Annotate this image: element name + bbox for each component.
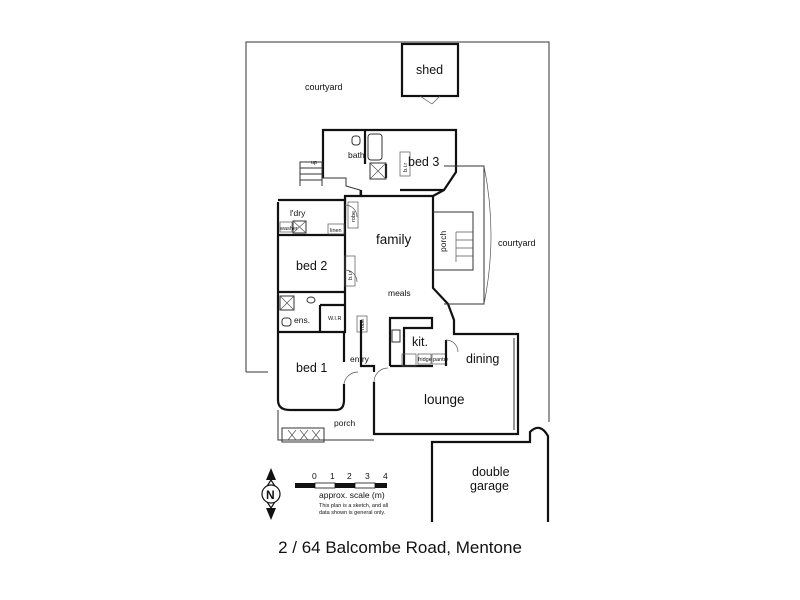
laundry-label: l'dry	[290, 208, 306, 218]
linen-cupboard	[327, 223, 345, 235]
linen-label: linen	[330, 228, 342, 234]
kitchen-island-sink	[391, 329, 401, 343]
up-label: up	[311, 160, 317, 166]
ens-shower-x2	[279, 295, 295, 311]
family-label: family	[376, 232, 412, 247]
bed2-label: bed 2	[296, 259, 327, 273]
porch-south-label: porch	[334, 418, 356, 428]
robe-wir-label: robe	[360, 319, 366, 330]
family-east-upper	[432, 189, 445, 197]
scale-tick-4: 4	[383, 471, 388, 481]
porch-south	[277, 410, 374, 441]
garage-walls	[430, 426, 550, 522]
porch-east-inner	[433, 211, 474, 271]
ensuite-shower	[279, 295, 295, 311]
shed-outline	[400, 42, 460, 98]
shed-label: shed	[416, 63, 443, 77]
scale-label: approx. scale (m)	[319, 490, 385, 500]
scale-seg-5	[375, 483, 387, 488]
trough-x2	[292, 220, 307, 234]
robe-laundry-label: robe	[351, 211, 357, 222]
porch-south-steps	[281, 427, 325, 443]
pantry-door	[445, 339, 459, 353]
compass-ring	[261, 484, 281, 504]
dining-label: dining	[466, 352, 499, 366]
washer-box	[279, 221, 293, 233]
washer-label: washer	[279, 226, 298, 232]
bed2-robe	[344, 255, 356, 287]
shower-x2	[369, 162, 387, 180]
scale-seg-3	[335, 483, 355, 488]
compass-pointer	[266, 468, 276, 520]
bed3-label: bed 3	[408, 155, 439, 169]
lounge-door	[373, 367, 389, 383]
porch-east-steps	[455, 231, 473, 262]
shower-bath	[369, 162, 387, 180]
entry-label: entry	[350, 354, 370, 364]
bed1-door	[343, 371, 359, 385]
north-compass: N	[261, 468, 281, 520]
laundry-trough	[292, 220, 307, 234]
bed2-door	[344, 269, 358, 283]
scale-tick-0: 0	[312, 471, 317, 481]
porch-east-curve	[483, 165, 492, 305]
family-walls	[359, 194, 520, 436]
courtyard-north-label: courtyard	[305, 82, 343, 92]
pantry-label: pantry	[433, 357, 449, 363]
property-boundary	[245, 41, 550, 422]
bed1-walls	[276, 332, 346, 412]
porch-east-label: porch	[438, 230, 448, 252]
porch-south-step-marks	[287, 429, 321, 441]
scale-seg-2	[314, 482, 336, 489]
porch-east-outline	[444, 165, 485, 305]
fridge-box	[417, 353, 432, 365]
bed3-robe	[399, 151, 411, 177]
stove	[401, 353, 417, 367]
step-landing	[322, 177, 361, 196]
robe-bed3-label: b.i.r	[403, 163, 409, 172]
compass-letter: N	[266, 488, 275, 502]
scale-seg-4	[354, 482, 376, 489]
robe-bed2-label: b.i.r	[348, 271, 354, 280]
scale-note-line2: data shown is general only.	[319, 510, 386, 516]
scale-tick-1: 1	[330, 471, 335, 481]
address-caption: 2 / 64 Balcombe Road, Mentone	[278, 538, 522, 557]
scale-tick-2: 2	[347, 471, 352, 481]
meals-label: meals	[388, 288, 411, 298]
ensuite-toilet	[281, 317, 292, 327]
kitchen-label: kit.	[412, 335, 428, 349]
ensuite-basin	[306, 296, 316, 304]
robe-laundry	[347, 201, 359, 229]
garage-label-line1: double	[472, 465, 510, 479]
wir-label: W.I.R	[328, 316, 341, 322]
courtyard-east-label: courtyard	[498, 238, 536, 248]
toilet-bath	[351, 135, 361, 146]
scale-note-line1: This plan is a sketch, and all	[319, 503, 388, 509]
laundry-door	[344, 204, 358, 218]
shed-door	[419, 95, 441, 105]
ensuite-label: ens.	[294, 315, 310, 325]
steps-north	[299, 161, 323, 186]
garage-label-line2: garage	[470, 479, 509, 493]
scale-seg-1	[295, 483, 315, 488]
lounge-label: lounge	[424, 392, 465, 407]
bed1-label: bed 1	[296, 361, 327, 375]
scale-bar: 0 1 2 3 4 approx. scale (m) This plan is…	[295, 471, 388, 516]
bath-label: bath	[348, 150, 365, 160]
fridge-label: fridge	[418, 357, 432, 363]
kitchen-bench	[388, 316, 434, 366]
bathtub	[367, 133, 383, 161]
scale-tick-3: 3	[365, 471, 370, 481]
